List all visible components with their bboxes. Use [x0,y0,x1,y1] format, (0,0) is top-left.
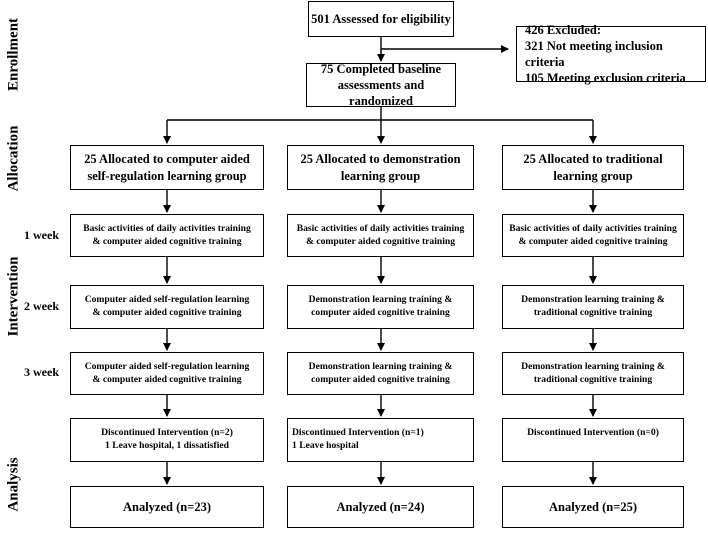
alloc-2-line2: learning group [340,168,421,183]
alloc-box-1: 25 Allocated to computer aided self-regu… [70,145,264,190]
discontinued-box-2: Discontinued Intervention (n=1) 1 Leave … [287,418,474,462]
assessed-box: 501 Assessed for eligibility [308,1,454,37]
week1-2-line2: & computer aided cognitive training [305,235,456,247]
week2-box-2: Demonstration learning training & comput… [287,285,474,329]
phase-analysis: Analysis [5,457,22,512]
excluded-exclusion: 105 Meeting exclusion criteria [525,71,686,86]
week2-3-line1: Demonstration learning training & [521,294,665,306]
alloc-box-3: 25 Allocated to traditional learning gro… [502,145,684,190]
week2-1-line2: & computer aided cognitive training [92,307,242,318]
week1-1-line2: & computer aided cognitive training [92,235,242,247]
discontinued-1-line2: 1 Leave hospital, 1 dissatisfied [105,440,229,451]
analyzed-box-3: Analyzed (n=25) [502,486,684,528]
excluded-box: 426 Excluded: 321 Not meeting inclusion … [516,23,706,85]
week1-1-line1: Basic activities of daily activities tra… [83,222,251,234]
analyzed-3: Analyzed (n=25) [548,499,638,514]
week3-1-line1: Computer aided self-regulation learning [84,360,250,372]
week2-box-1: Computer aided self-regulation learning … [70,285,264,329]
week3-box-3: Demonstration learning training & tradit… [502,352,684,395]
discontinued-3-line1: Discontinued Intervention (n=0) [527,427,659,438]
week3-2-line1: Demonstration learning training & [308,360,453,372]
week3-1-line2: & computer aided cognitive training [92,373,242,385]
randomized-line1: 75 Completed baseline [320,61,442,76]
excluded-title: 426 Excluded: [525,22,602,37]
assessed-text: 501 Assessed for eligibility [311,11,451,26]
week3-3-line1: Demonstration learning training & [521,360,665,372]
week3-2-line2: computer aided cognitive training [311,373,450,385]
week1-box-3: Basic activities of daily activities tra… [502,214,684,257]
discontinued-box-1: Discontinued Intervention (n=2) 1 Leave … [70,418,264,462]
week3-3-line2: traditional cognitive training [533,373,653,385]
alloc-1-line1: 25 Allocated to computer aided [84,152,250,167]
analyzed-box-2: Analyzed (n=24) [287,486,474,528]
phase-allocation: Allocation [5,125,22,192]
discontinued-1-line1: Discontinued Intervention (n=2) [101,427,233,439]
week2-2-line2: computer aided cognitive training [311,307,450,318]
week3-box-2: Demonstration learning training & comput… [287,352,474,395]
excluded-inclusion: 321 Not meeting inclusion criteria [525,38,663,69]
week-label-2: 2 week [24,299,59,313]
phase-enrollment: Enrollment [5,17,22,92]
phase-intervention: Intervention [5,256,22,337]
week1-3-line2: & computer aided cognitive training [518,235,668,247]
week2-2-line1: Demonstration learning training & [308,294,453,306]
week-label-3: 3 week [24,365,59,379]
discontinued-2-line2: 1 Leave hospital [292,440,359,451]
discontinued-box-3: Discontinued Intervention (n=0) [502,418,684,462]
discontinued-2-line1: Discontinued Intervention (n=1) [292,427,424,439]
week-label-1: 1 week [24,228,59,242]
alloc-3-line1: 25 Allocated to traditional [523,152,663,167]
alloc-box-2: 25 Allocated to demonstration learning g… [287,145,474,190]
analyzed-box-1: Analyzed (n=23) [70,486,264,528]
week2-box-3: Demonstration learning training & tradit… [502,285,684,329]
week2-1-line1: Computer aided self-regulation learning [84,294,250,306]
week1-2-line1: Basic activities of daily activities tra… [296,222,465,234]
week3-box-1: Computer aided self-regulation learning … [70,352,264,395]
analyzed-1: Analyzed (n=23) [122,499,212,514]
randomized-line2: assessments and randomized [337,77,425,109]
week1-box-1: Basic activities of daily activities tra… [70,214,264,257]
week2-3-line2: traditional cognitive training [533,307,653,318]
analyzed-2: Analyzed (n=24) [336,499,425,514]
alloc-3-line2: learning group [553,168,633,183]
week1-box-2: Basic activities of daily activities tra… [287,214,474,257]
week1-3-line1: Basic activities of daily activities tra… [509,222,677,234]
randomized-box: 75 Completed baseline assessments and ra… [306,61,456,109]
alloc-1-line2: self-regulation learning group [87,168,247,183]
alloc-2-line1: 25 Allocated to demonstration [300,152,461,167]
